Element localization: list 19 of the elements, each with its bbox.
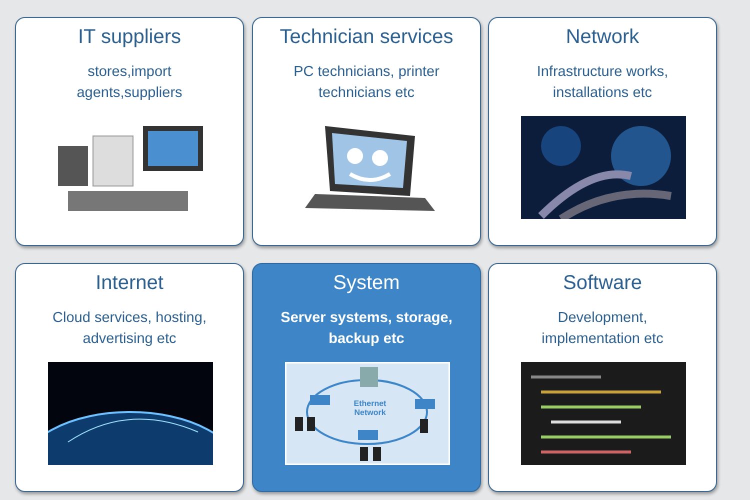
picture-caption: Ethernet Network xyxy=(352,399,388,417)
card-heading: Network xyxy=(564,26,640,49)
category-card xyxy=(488,17,717,246)
card-heading: IT suppliers xyxy=(76,26,182,49)
card-description: stores,import agents,suppliers xyxy=(76,63,184,103)
card-description: Infrastructure works, installations etc xyxy=(536,63,670,103)
card-description: Cloud services, hosting, advertising etc xyxy=(52,309,208,349)
category-card xyxy=(15,17,244,246)
card-description: PC technicians, printer technicians etc xyxy=(292,63,440,103)
card-description: Server systems, storage, backup etc xyxy=(280,309,454,349)
category-card xyxy=(252,17,481,246)
card-heading: Software xyxy=(562,272,643,295)
highlighted-card xyxy=(252,263,481,492)
category-card xyxy=(15,263,244,492)
category-card xyxy=(488,263,717,492)
card-description: Development, implementation etc xyxy=(540,309,664,349)
card-heading: Technician services xyxy=(278,26,454,49)
card-heading: System xyxy=(332,272,401,295)
card-heading: Internet xyxy=(94,272,164,295)
